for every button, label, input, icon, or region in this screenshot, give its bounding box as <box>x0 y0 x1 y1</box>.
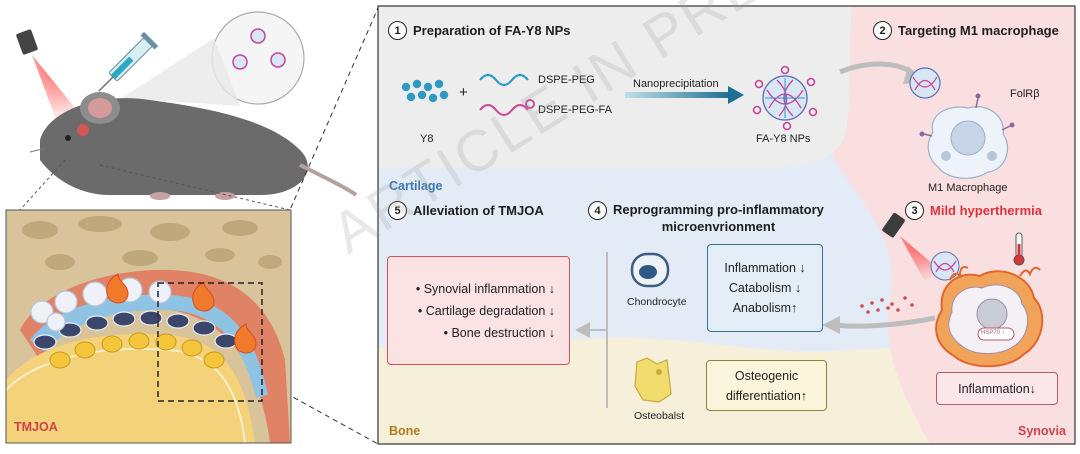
right-panel-border <box>377 5 1076 445</box>
osteo-effect-line2: differentiation↑ <box>725 388 808 403</box>
alleviation-bone: • Bone destruction ↓ <box>443 325 555 340</box>
step5-number: 5 <box>388 201 407 220</box>
plus-sign: + <box>459 84 468 101</box>
osteoblast-icon <box>634 357 672 403</box>
syringe-icon <box>98 31 159 92</box>
joint-panel <box>6 210 291 443</box>
zoom-line-right <box>99 164 291 211</box>
bone-region-label: Bone <box>389 424 421 438</box>
left-laser-device-icon <box>16 29 38 55</box>
osteoblast-effects-box: Osteogenic differentiation↑ <box>706 360 827 411</box>
alleviation-synovial: • Synovial inflammation ↓ <box>415 281 555 296</box>
mouse-icon <box>29 92 358 200</box>
heated-np-icon <box>930 251 960 281</box>
step1-title: Preparation of FA-Y8 NPs <box>413 23 571 38</box>
chondro-effect-inflammation: Inflammation ↓ <box>724 261 806 275</box>
dspe-peg-label: DSPE-PEG <box>538 74 595 86</box>
zoom-line-left <box>19 159 66 211</box>
step4-title: Reprogramming pro-inflammatory microenvr… <box>613 201 824 235</box>
zoom-box <box>157 282 263 402</box>
released-particles <box>860 296 914 314</box>
preparation-region-bg <box>378 6 852 169</box>
tmjoa-label: TMJOA <box>14 420 58 434</box>
step3-heading: 3 Mild hyperthermia <box>905 201 1042 220</box>
nanoprecipitation-arrow <box>625 92 730 98</box>
folr-beta-label: FolRβ <box>1010 88 1040 100</box>
heated-macrophage-icon <box>935 266 1044 368</box>
step1-heading: 1 Preparation of FA-Y8 NPs <box>388 21 570 40</box>
step3-title: Mild hyperthermia <box>930 203 1042 218</box>
step4-heading: 4 Reprogramming pro-inflammatory microen… <box>588 201 824 235</box>
chondro-effect-anabolism: Anabolism↑ <box>732 301 798 315</box>
chondrocyte-icon <box>630 252 670 288</box>
fa-y8-np-icon <box>752 65 818 131</box>
targeting-np-icon <box>909 67 941 99</box>
step3-number: 3 <box>905 201 924 220</box>
y8-molecules <box>401 79 449 103</box>
cartilage-region-label: Cartilage <box>389 179 443 193</box>
osteo-effect-line1: Osteogenic <box>734 368 799 383</box>
synovia-region-label: Synovia <box>1018 424 1066 438</box>
joint-panel-border <box>5 209 292 444</box>
dspe-peg-icon <box>479 73 529 87</box>
hsp70-label: HSP70 ↑ <box>981 330 1005 336</box>
m1-macrophage-label: M1 Macrophage <box>928 182 1008 194</box>
step2-heading: 2 Targeting M1 macrophage <box>873 21 1059 40</box>
reprogramming-arrow <box>834 315 936 329</box>
thermometer-icon <box>1013 232 1025 266</box>
synovia-effect-box: Inflammation↓ <box>936 372 1058 405</box>
osteoblast-label: Osteobalst <box>634 410 685 422</box>
alleviation-box: • Synovial inflammation ↓ • Cartilage de… <box>387 256 570 365</box>
nanoprecipitation-label: Nanoprecipitation <box>633 78 719 90</box>
laser-device-icon <box>882 212 905 238</box>
step2-title: Targeting M1 macrophage <box>898 23 1059 38</box>
dspe-peg-fa-label: DSPE-PEG-FA <box>538 104 612 116</box>
y8-label: Y8 <box>420 133 434 145</box>
step4-number: 4 <box>588 201 607 220</box>
chondrocyte-label: Chondrocyte <box>627 296 687 308</box>
dspe-peg-fa-icon <box>479 103 529 117</box>
step1-number: 1 <box>388 21 407 40</box>
m1-macrophage-icon <box>919 93 1015 179</box>
step5-heading: 5 Alleviation of TMJOA <box>388 201 544 220</box>
np-cluster-icons <box>232 28 286 70</box>
zoom-cone <box>122 38 240 106</box>
chondrocyte-effects-box: Inflammation ↓ Catabolism ↓ Anabolism↑ <box>707 244 823 332</box>
laser-beam <box>900 236 940 282</box>
step2-number: 2 <box>873 21 892 40</box>
step5-title: Alleviation of TMJOA <box>413 203 544 218</box>
alleviation-cartilage: • Cartilage degradation ↓ <box>417 303 555 318</box>
step4-title-line1: Reprogramming pro-inflammatory <box>613 202 824 217</box>
step4-title-line2: microenvrionment <box>661 219 776 234</box>
chondro-effect-catabolism: Catabolism ↓ <box>728 281 802 295</box>
left-laser-beam <box>32 55 85 125</box>
synovia-effect-text: Inflammation↓ <box>958 381 1036 396</box>
fa-y8-nps-label: FA-Y8 NPs <box>756 133 811 145</box>
